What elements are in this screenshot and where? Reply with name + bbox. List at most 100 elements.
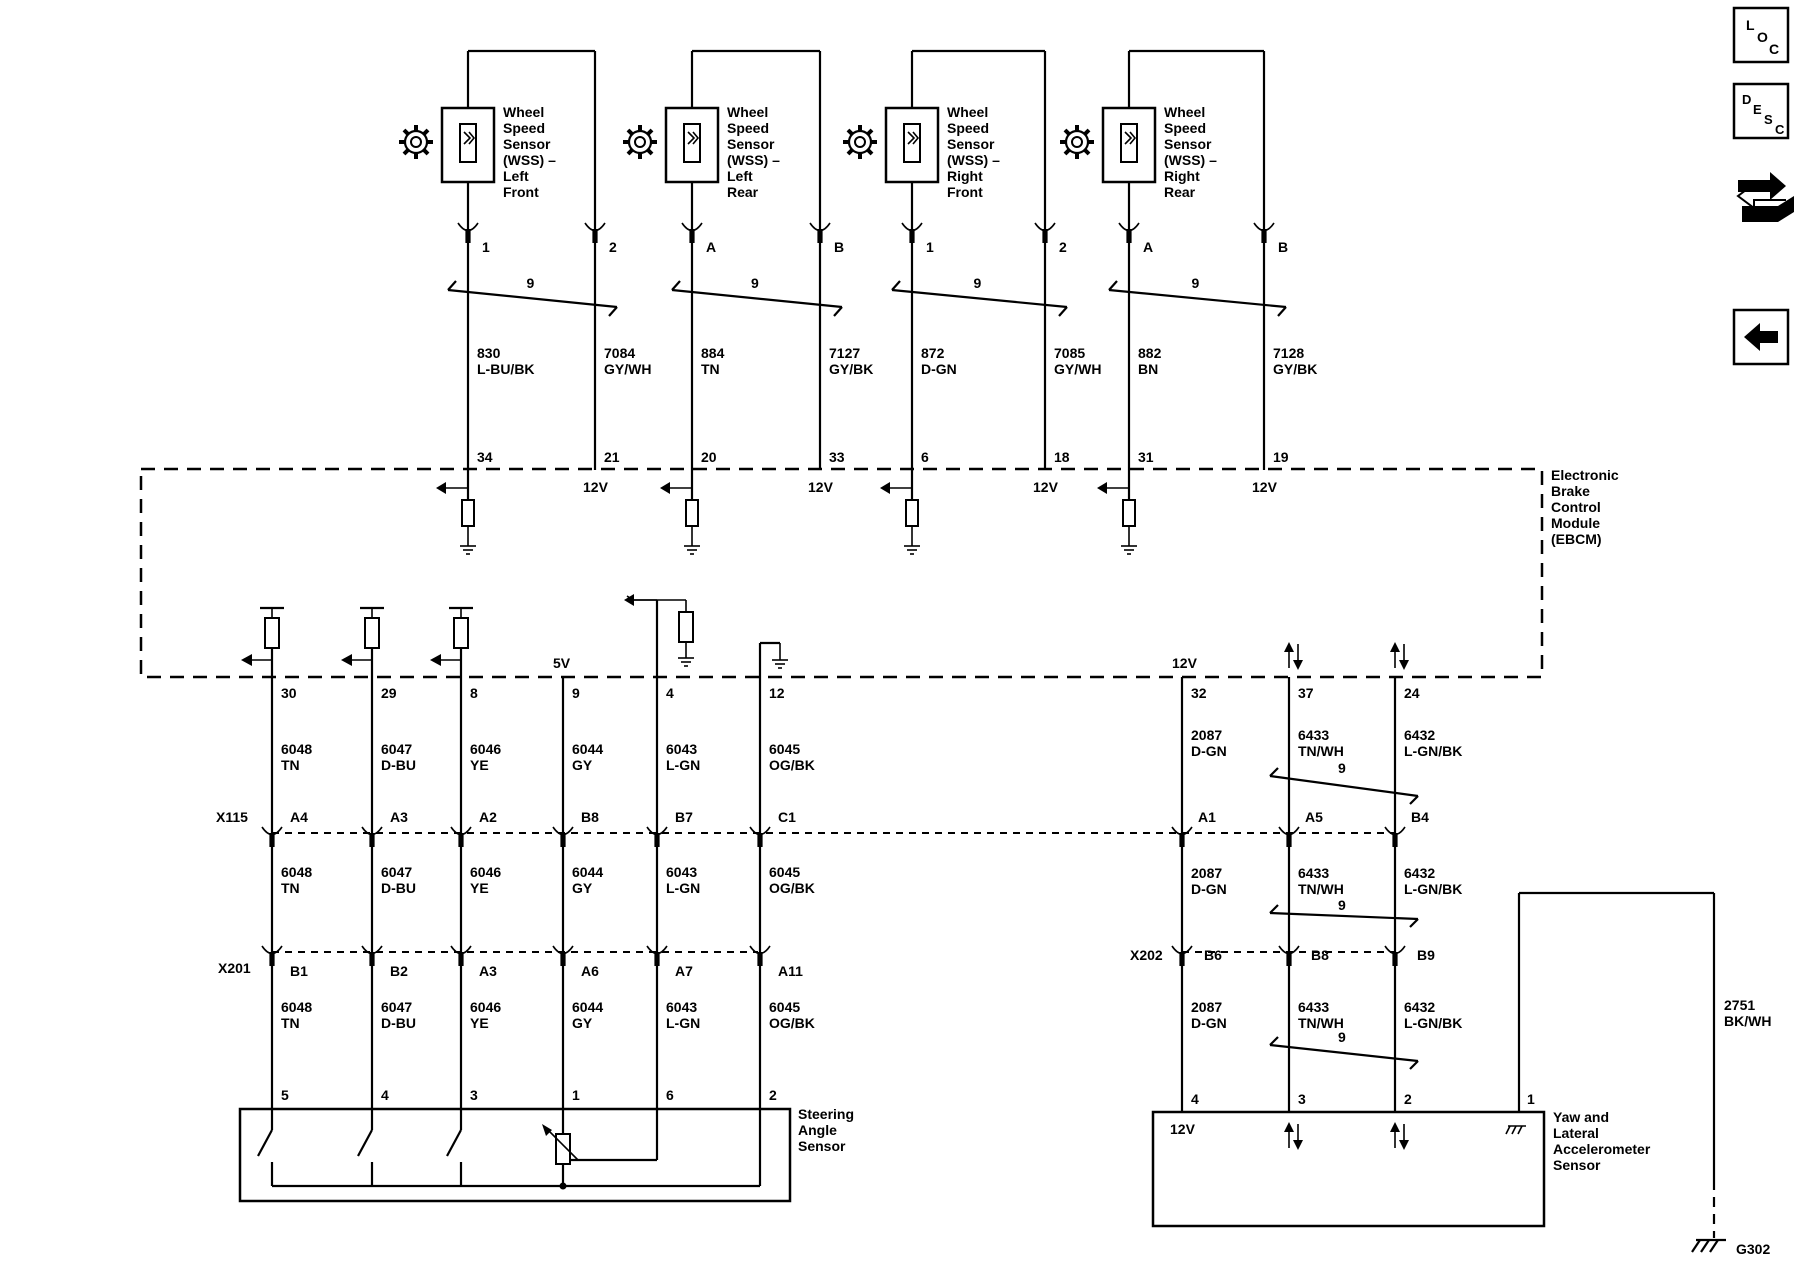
wss-magnet-icon <box>687 131 700 145</box>
x201-pin-label: B2 <box>390 963 408 979</box>
twist-count-label: 9 <box>527 275 535 291</box>
ebcm-input-circuit <box>341 606 384 666</box>
wire-color: YE <box>470 1015 489 1031</box>
x115-pin-label: C1 <box>778 809 796 825</box>
ebcm-pin-label: 18 <box>1054 449 1070 465</box>
yaw-twisted-pair: 9 <box>1269 1029 1419 1070</box>
x202-pin-label: B8 <box>1311 947 1329 963</box>
wss-label-line: Speed <box>947 120 989 136</box>
circuit-number: 6047 <box>381 741 412 757</box>
circuit-number: 830 <box>477 345 501 361</box>
circuit-number: 6047 <box>381 864 412 880</box>
signal-arrow-icon <box>430 654 441 666</box>
ebcm-pin4-circuit <box>624 594 695 667</box>
circuit-number: 872 <box>921 345 945 361</box>
sensor-pin-label: 3 <box>470 1087 478 1103</box>
signal-arrow-icon <box>1097 482 1107 494</box>
ground-wire-color: BK/WH <box>1724 1013 1771 1029</box>
wss-label-line: Left <box>727 168 753 184</box>
wire-color: D-GN <box>1191 1015 1227 1031</box>
circuit-number: 6048 <box>281 999 312 1015</box>
sensor-pin-label: 1 <box>572 1087 580 1103</box>
yaw-label-line: Yaw and <box>1553 1109 1609 1125</box>
twist-count-label: 9 <box>974 275 982 291</box>
ground-icon <box>903 537 921 555</box>
wss-pin-a-label: 1 <box>482 239 490 255</box>
back-arrow-icon[interactable] <box>1732 308 1790 366</box>
wire-color: L-BU/BK <box>477 361 535 377</box>
connector-icon[interactable] <box>1736 172 1794 222</box>
wire-color: GY/BK <box>829 361 873 377</box>
ebcm-voltage-label: 5V <box>553 655 571 671</box>
resistor-icon <box>453 617 469 649</box>
twist-end <box>1409 918 1419 928</box>
wss-coil <box>1120 123 1138 163</box>
ebcm-label-line: Electronic <box>1551 467 1619 483</box>
wss-label-line: Wheel <box>503 104 544 120</box>
twist-count-label: 9 <box>751 275 759 291</box>
circuit-number: 6047 <box>381 999 412 1015</box>
wire-color: TN/WH <box>1298 1015 1344 1031</box>
sensor-pin-label: 2 <box>769 1087 777 1103</box>
wire-color: GY <box>572 757 593 773</box>
circuit-number: 6045 <box>769 741 800 757</box>
wss-pin-b-label: B <box>1278 239 1288 255</box>
twist-count-label: 9 <box>1192 275 1200 291</box>
wss-label-line: Wheel <box>727 104 768 120</box>
twist-end <box>1269 904 1279 914</box>
steering-label-line: Steering <box>798 1106 854 1122</box>
wire-color: GY/WH <box>604 361 651 377</box>
circuit-number: 6048 <box>281 741 312 757</box>
switch-blade-icon <box>446 1129 462 1157</box>
ebcm-voltage-label: 12V <box>1172 655 1198 671</box>
resistor-icon <box>678 611 694 643</box>
ground-icon <box>683 537 701 555</box>
wss-label-line: Right <box>947 168 983 184</box>
location-nav-icon[interactable]: L O C <box>1732 6 1790 64</box>
gear-icon <box>841 123 879 161</box>
ebcm-label-line: (EBCM) <box>1551 531 1602 547</box>
twisted-pair-mark <box>1269 774 1419 798</box>
circuit-number: 7128 <box>1273 345 1304 361</box>
yaw-label-line: Accelerometer <box>1553 1141 1651 1157</box>
twist-end <box>608 306 618 317</box>
wss-label-line: Speed <box>1164 120 1206 136</box>
x115-pin-label: A3 <box>390 809 408 825</box>
chassis-ground-icon <box>1505 1125 1526 1135</box>
wss-pin-b-label: 2 <box>1059 239 1067 255</box>
resistor-icon <box>364 617 380 649</box>
circuit-number: 7084 <box>604 345 635 361</box>
x202-pin-label: B9 <box>1417 947 1435 963</box>
x201-pin-label: A11 <box>778 963 803 979</box>
twist-end <box>1409 795 1419 805</box>
ebcm-label-line: Module <box>1551 515 1600 531</box>
x115-pin-label: A2 <box>479 809 497 825</box>
x115-pin-label: A4 <box>290 809 308 825</box>
description-nav-icon[interactable]: D E S C <box>1732 82 1790 140</box>
circuit-number: 6043 <box>666 999 697 1015</box>
x201-pin-label: B1 <box>290 963 308 979</box>
circuit-number: 6046 <box>470 864 501 880</box>
ebcm-pin-label: 6 <box>921 449 929 465</box>
wire-color: L-GN/BK <box>1404 743 1462 759</box>
wire-color: YE <box>470 880 489 896</box>
twist-end <box>891 280 901 291</box>
pot-wiper-arrow <box>542 1124 552 1136</box>
wire-color: TN <box>281 880 300 896</box>
twist-count-label: 9 <box>1338 1029 1346 1045</box>
yaw-twisted-pair: 9 <box>1269 760 1419 805</box>
ebcm-pin-label: 4 <box>666 685 674 701</box>
sensor-pin-label: 4 <box>381 1087 389 1103</box>
wss-label-line: Sensor <box>503 136 551 152</box>
signal-arrow-icon <box>660 482 670 494</box>
resistor-icon <box>1122 499 1136 527</box>
sensor-pin-label: 6 <box>666 1087 674 1103</box>
wss-label-line: Speed <box>727 120 769 136</box>
circuit-number: 6045 <box>769 999 800 1015</box>
